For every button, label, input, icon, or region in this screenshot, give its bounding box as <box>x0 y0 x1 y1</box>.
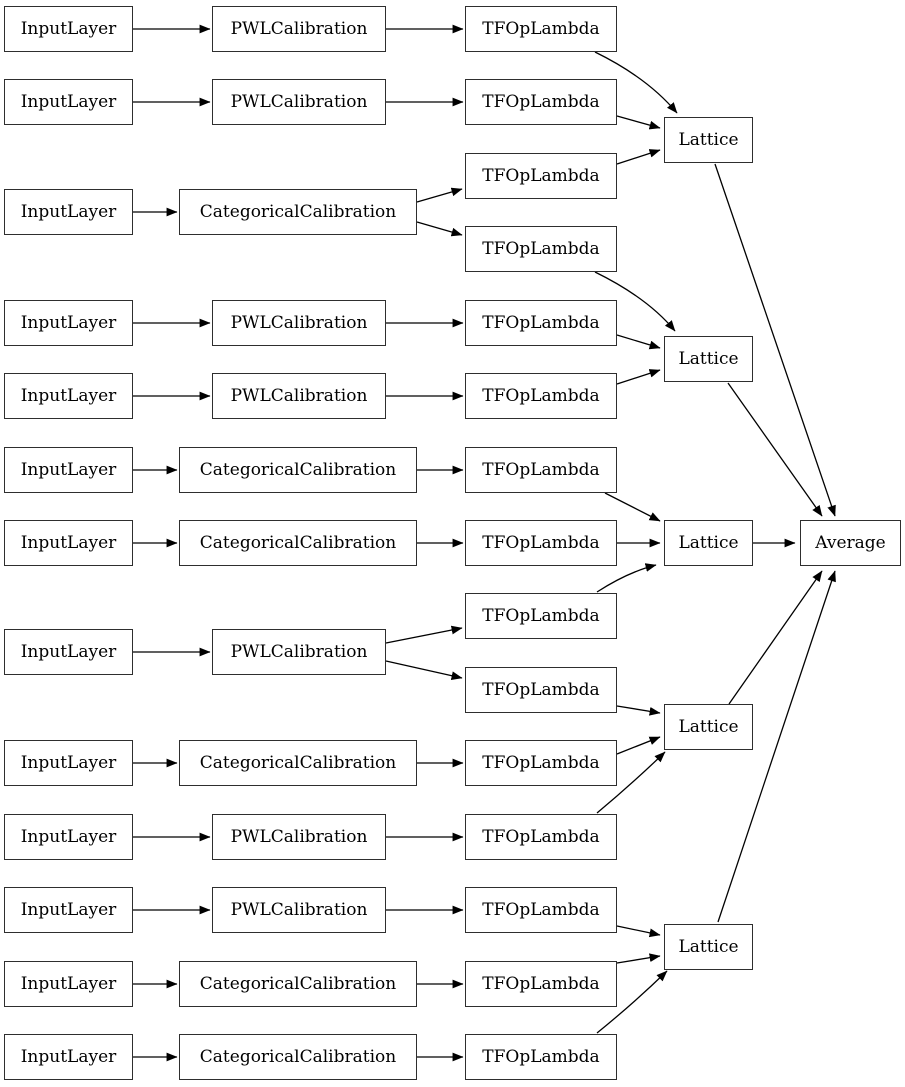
node-input-layer-2: InputLayer <box>4 79 133 125</box>
edge <box>596 970 668 1034</box>
node-tf-op-lambda-2: TFOpLambda <box>465 79 617 125</box>
node-lattice-2: Lattice <box>664 336 753 382</box>
edge <box>604 492 661 522</box>
edge <box>616 334 661 350</box>
edge <box>596 563 657 593</box>
node-input-layer-11: InputLayer <box>4 887 133 933</box>
edge <box>616 115 661 130</box>
edge <box>594 271 676 332</box>
node-categorical-calibration-1: CategoricalCalibration <box>179 189 417 235</box>
node-input-layer-4: InputLayer <box>4 300 133 346</box>
node-categorical-calibration-6: CategoricalCalibration <box>179 1034 417 1080</box>
node-average: Average <box>800 520 901 566</box>
edge <box>416 221 463 237</box>
node-categorical-calibration-5: CategoricalCalibration <box>179 961 417 1007</box>
node-input-layer-3: InputLayer <box>4 189 133 235</box>
node-pwl-calibration-2: PWLCalibration <box>212 79 386 125</box>
node-lattice-3: Lattice <box>664 520 753 566</box>
node-tf-op-lambda-8: TFOpLambda <box>465 520 617 566</box>
node-pwl-calibration-6: PWLCalibration <box>212 814 386 860</box>
node-tf-op-lambda-11: TFOpLambda <box>465 740 617 786</box>
node-tf-op-lambda-6: TFOpLambda <box>465 373 617 419</box>
edge <box>616 736 661 755</box>
node-pwl-calibration-7: PWLCalibration <box>212 887 386 933</box>
edge <box>594 51 678 114</box>
node-tf-op-lambda-5: TFOpLambda <box>465 300 617 346</box>
edge <box>727 382 823 517</box>
node-tf-op-lambda-10: TFOpLambda <box>465 667 617 713</box>
node-lattice-1: Lattice <box>664 117 753 163</box>
edge <box>385 625 463 644</box>
edge <box>616 925 661 938</box>
node-pwl-calibration-5: PWLCalibration <box>212 629 386 675</box>
node-tf-op-lambda-7: TFOpLambda <box>465 447 617 493</box>
node-categorical-calibration-3: CategoricalCalibration <box>179 520 417 566</box>
node-pwl-calibration-4: PWLCalibration <box>212 373 386 419</box>
node-categorical-calibration-4: CategoricalCalibration <box>179 740 417 786</box>
node-tf-op-lambda-12: TFOpLambda <box>465 814 617 860</box>
edge <box>616 149 661 165</box>
edge <box>714 163 836 517</box>
node-input-layer-10: InputLayer <box>4 814 133 860</box>
edge <box>616 953 661 964</box>
edge <box>616 705 661 716</box>
node-tf-op-lambda-4: TFOpLambda <box>465 226 617 272</box>
edge <box>596 751 666 814</box>
node-input-layer-1: InputLayer <box>4 6 133 52</box>
node-input-layer-9: InputLayer <box>4 740 133 786</box>
node-input-layer-13: InputLayer <box>4 1034 133 1080</box>
node-tf-op-lambda-13: TFOpLambda <box>465 887 617 933</box>
node-input-layer-5: InputLayer <box>4 373 133 419</box>
edge <box>616 369 661 385</box>
node-pwl-calibration-3: PWLCalibration <box>212 300 386 346</box>
node-tf-op-lambda-3: TFOpLambda <box>465 153 617 199</box>
edge <box>728 570 823 705</box>
node-input-layer-6: InputLayer <box>4 447 133 493</box>
edge <box>416 187 463 203</box>
edge <box>717 570 836 923</box>
node-input-layer-12: InputLayer <box>4 961 133 1007</box>
node-input-layer-7: InputLayer <box>4 520 133 566</box>
node-input-layer-8: InputLayer <box>4 629 133 675</box>
node-tf-op-lambda-14: TFOpLambda <box>465 961 617 1007</box>
edge <box>385 660 463 681</box>
node-lattice-4: Lattice <box>664 704 753 750</box>
node-tf-op-lambda-9: TFOpLambda <box>465 593 617 639</box>
node-tf-op-lambda-15: TFOpLambda <box>465 1034 617 1080</box>
node-categorical-calibration-2: CategoricalCalibration <box>179 447 417 493</box>
node-lattice-5: Lattice <box>664 924 753 970</box>
node-tf-op-lambda-1: TFOpLambda <box>465 6 617 52</box>
node-pwl-calibration-1: PWLCalibration <box>212 6 386 52</box>
